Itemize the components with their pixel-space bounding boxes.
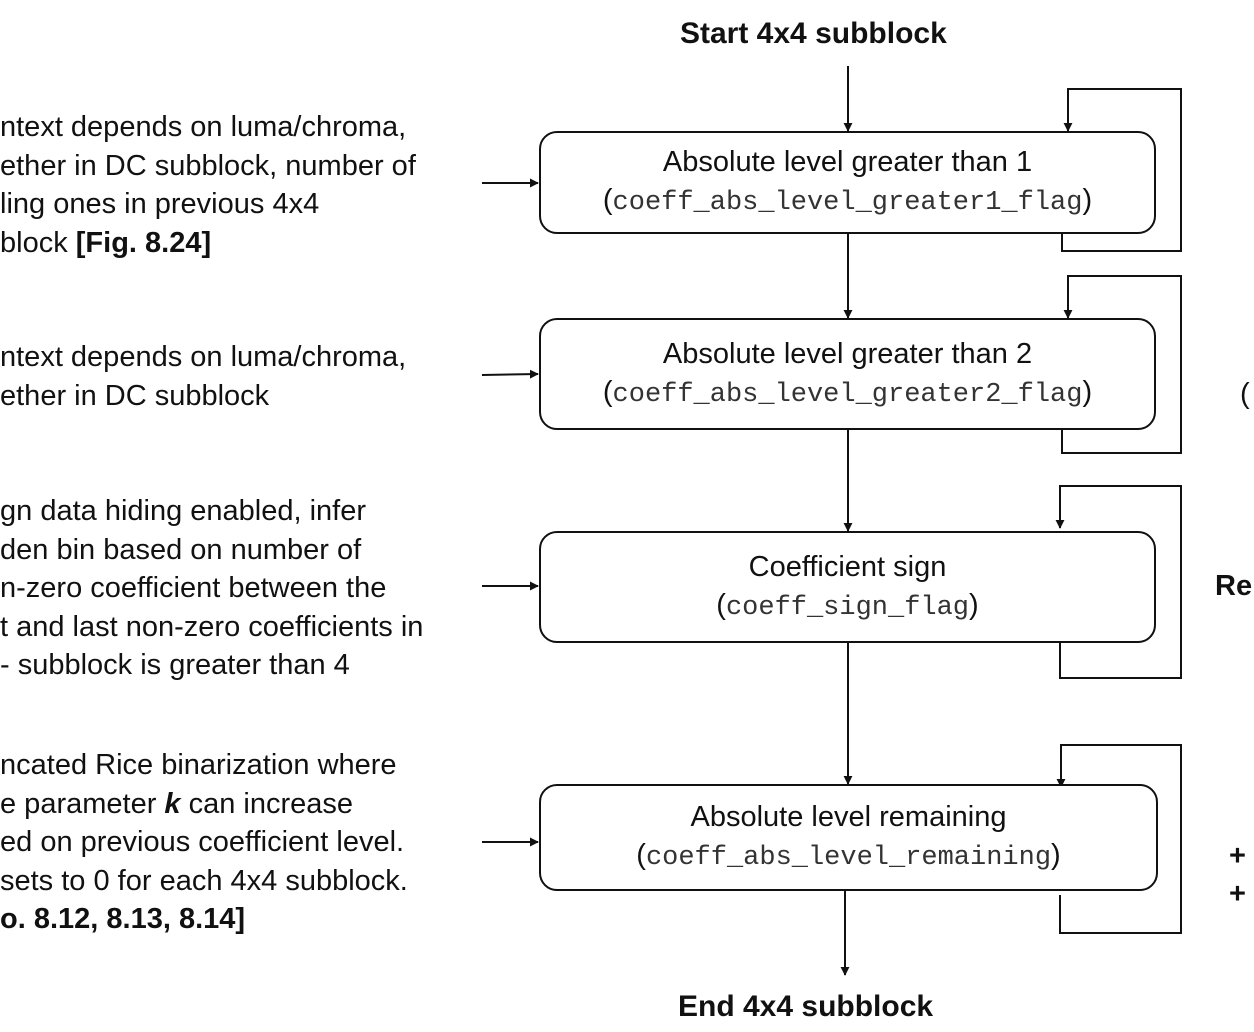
end-label: End 4x4 subblock xyxy=(678,990,934,1023)
box-sign: Coefficient sign (coeff_sign_flag) xyxy=(539,531,1156,643)
box-greater1: Absolute level greater than 1 (coeff_abs… xyxy=(539,131,1156,234)
loop-box4 xyxy=(1056,744,1182,934)
box-greater1-code: (coeff_abs_level_greater1_flag) xyxy=(602,184,1093,218)
start-label: Start 4x4 subblock xyxy=(680,17,947,50)
side-re: Re xyxy=(1215,570,1253,602)
side-plus-2: + xyxy=(1229,878,1246,910)
box-greater1-title: Absolute level greater than 1 xyxy=(662,146,1033,178)
loop-box2 xyxy=(1061,275,1182,454)
loop-box3 xyxy=(1055,485,1182,679)
box-remaining-code: (coeff_abs_level_remaining) xyxy=(636,839,1061,873)
box-remaining-title: Absolute level remaining xyxy=(690,801,1007,833)
note-remaining: ncated Rice binarization where e paramet… xyxy=(0,749,408,935)
note-sign: gn data hiding enabled, infer den bin ba… xyxy=(0,495,424,681)
box-greater2: Absolute level greater than 2 (coeff_abs… xyxy=(539,318,1156,430)
side-paren: ( xyxy=(1240,378,1250,410)
box-sign-title: Coefficient sign xyxy=(748,550,947,583)
box-greater2-code: (coeff_abs_level_greater2_flag) xyxy=(602,375,1093,410)
arrow-note2 xyxy=(481,369,539,379)
side-plus-1: + xyxy=(1229,840,1246,872)
box-remaining: Absolute level remaining (coeff_abs_leve… xyxy=(539,784,1158,891)
note-greater2: ntext depends on luma/chroma, ether in D… xyxy=(0,341,407,412)
box-greater2-title: Absolute level greater than 2 xyxy=(662,337,1033,370)
loop-box1 xyxy=(1061,88,1182,252)
note-greater1: ntext depends on luma/chroma, ether in D… xyxy=(0,111,416,259)
box-sign-code: (coeff_sign_flag) xyxy=(716,588,979,623)
